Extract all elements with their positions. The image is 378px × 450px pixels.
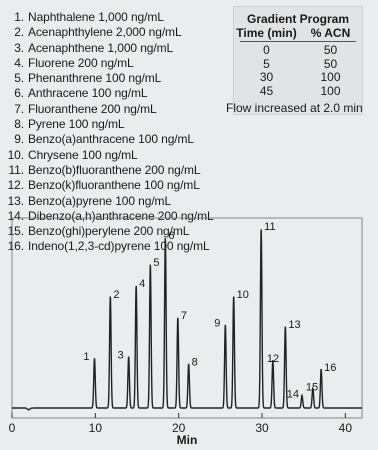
gradient-header-row: Time (min) % ACN [234,26,362,40]
gradient-acn-cell: 50 [323,43,338,57]
peak-label: 9 [214,317,220,329]
x-tick-label: 10 [89,421,103,435]
compound-item: 7. Fluoranthene 200 ng/mL [6,102,214,117]
chromatogram-trace [12,229,362,411]
x-tick-label: 0 [9,421,16,435]
compound-item: 9. Benzo(a)anthracene 100 ng/mL [6,132,214,147]
peak-label: 7 [181,310,187,322]
gradient-col-time: Time (min) [236,26,297,40]
compound-item: 1. Naphthalene 1,000 ng/mL [6,10,214,25]
compound-item: 13. Benzo(a)pyrene 100 ng/mL [6,194,214,209]
peak-label: 11 [264,221,275,233]
x-tick-label: 40 [339,421,353,435]
peak-label: 8 [192,357,198,369]
peak-label: 14 [287,389,299,401]
compound-number: 2. [14,25,24,40]
compound-name: Dibenzo(a,h)anthracene 200 ng/mL [28,208,214,223]
compound-name: Indeno(1,2,3-cd)pyrene 100 ng/mL [28,239,210,254]
compound-name: Fluorene 200 ng/mL [28,55,134,70]
compound-name: Benzo(a)anthracene 100 ng/mL [28,132,194,147]
compound-name: Benzo(b)fluoranthene 200 ng/mL [28,162,201,177]
compound-name: Phenanthrene 100 ng/mL [28,71,162,86]
compound-number: 11. [8,162,25,177]
compound-number: 12. [7,178,24,193]
compound-name: Benzo(ghi)perylene 200 ng/mL [28,224,190,239]
x-tick-label: 30 [255,421,269,435]
compound-item: 2. Acenaphthylene 2,000 ng/mL [6,25,214,40]
compound-name: Benzo(a)pyrene 100 ng/mL [28,193,172,208]
x-axis-label: Min [177,433,198,447]
gradient-title: Gradient Program [246,12,350,26]
compound-name: Benzo(k)fluoranthene 100 ng/mL [28,178,200,193]
gradient-row: 30 100 [234,70,362,85]
compound-item: 11.Benzo(b)fluoranthene 200 ng/mL [6,163,214,178]
gradient-rows: 0 50 5 50 30 100 45 100 [234,43,362,99]
compound-item: 10. Chrysene 100 ng/mL [6,148,214,163]
compound-item: 15. Benzo(ghi)perylene 200 ng/mL [6,224,214,239]
gradient-acn-cell: 100 [320,83,341,98]
gradient-time-cell: 5 [263,56,270,71]
peak-label: 13 [288,319,300,331]
compound-name: Chrysene 100 ng/mL [28,147,138,162]
compound-item: 6. Anthracene 100 ng/mL [6,86,214,101]
compound-number: 5. [14,71,24,86]
gradient-col-acn: % ACN [310,26,351,40]
gradient-program-table: Gradient Program Time (min) % ACN 0 50 5 50… [233,6,363,115]
peak-label: 4 [139,278,145,290]
peak-label: 15 [306,381,318,393]
peak-label: 3 [118,349,124,361]
compound-number: 6. [14,86,24,101]
peak-label: 5 [153,257,159,269]
compound-number: 9. [14,132,24,147]
compound-item: 16. Indeno(1,2,3-cd)pyrene 100 ng/mL [6,239,214,254]
gradient-acn-cell: 50 [323,56,338,71]
peak-label: 16 [324,362,336,374]
compound-item: 4. Fluorene 200 ng/mL [6,56,214,71]
compound-number: 13. [7,193,24,208]
gradient-time-cell: 30 [259,70,274,84]
gradient-time-cell: 0 [263,43,270,57]
compound-name: Fluoranthene 200 ng/mL [28,101,157,116]
compound-item: 3. Acenaphthene 1,000 ng/mL [6,41,214,56]
compound-name: Naphthalene 1,000 ng/mL [28,10,164,24]
gradient-row: 5 50 [234,56,362,72]
gradient-header-rule [240,41,356,42]
compound-number: 3. [14,40,24,55]
compound-name: Anthracene 100 ng/mL [28,86,148,101]
compound-name: Pyrene 100 ng/mL [28,117,125,132]
peak-label: 10 [237,289,249,301]
compound-number: 15. [7,224,24,239]
flow-note: Flow increased at 2.0 min [226,101,363,115]
compound-number: 14. [7,208,24,223]
compound-number: 16. [7,239,24,254]
gradient-row: 45 100 [234,83,362,99]
compound-legend: 1. Naphthalene 1,000 ng/mL 2. Acenaphthylen… [6,10,214,255]
x-tick-label: 20 [172,421,186,435]
gradient-acn-cell: 100 [320,70,341,84]
compound-number: 7. [14,101,24,116]
compound-item: 8. Pyrene 100 ng/mL [6,117,214,132]
peak-label: 2 [113,289,119,301]
compound-number: 10. [7,147,24,162]
compound-item: 14. Dibenzo(a,h)anthracene 200 ng/mL [6,209,214,224]
compound-number: 1. [14,10,24,24]
compound-item: 5. Phenanthrene 100 ng/mL [6,71,214,86]
gradient-row: 0 50 [234,43,362,58]
peak-label: 12 [267,353,279,365]
compound-number: 8. [14,117,24,132]
compound-item: 12. Benzo(k)fluoranthene 100 ng/mL [6,178,214,193]
peak-label: 1 [83,351,89,363]
compound-name: Acenaphthylene 2,000 ng/mL [28,25,182,40]
gradient-time-cell: 45 [259,83,274,98]
compound-name: Acenaphthene 1,000 ng/mL [28,40,174,55]
compound-number: 4. [14,55,24,70]
